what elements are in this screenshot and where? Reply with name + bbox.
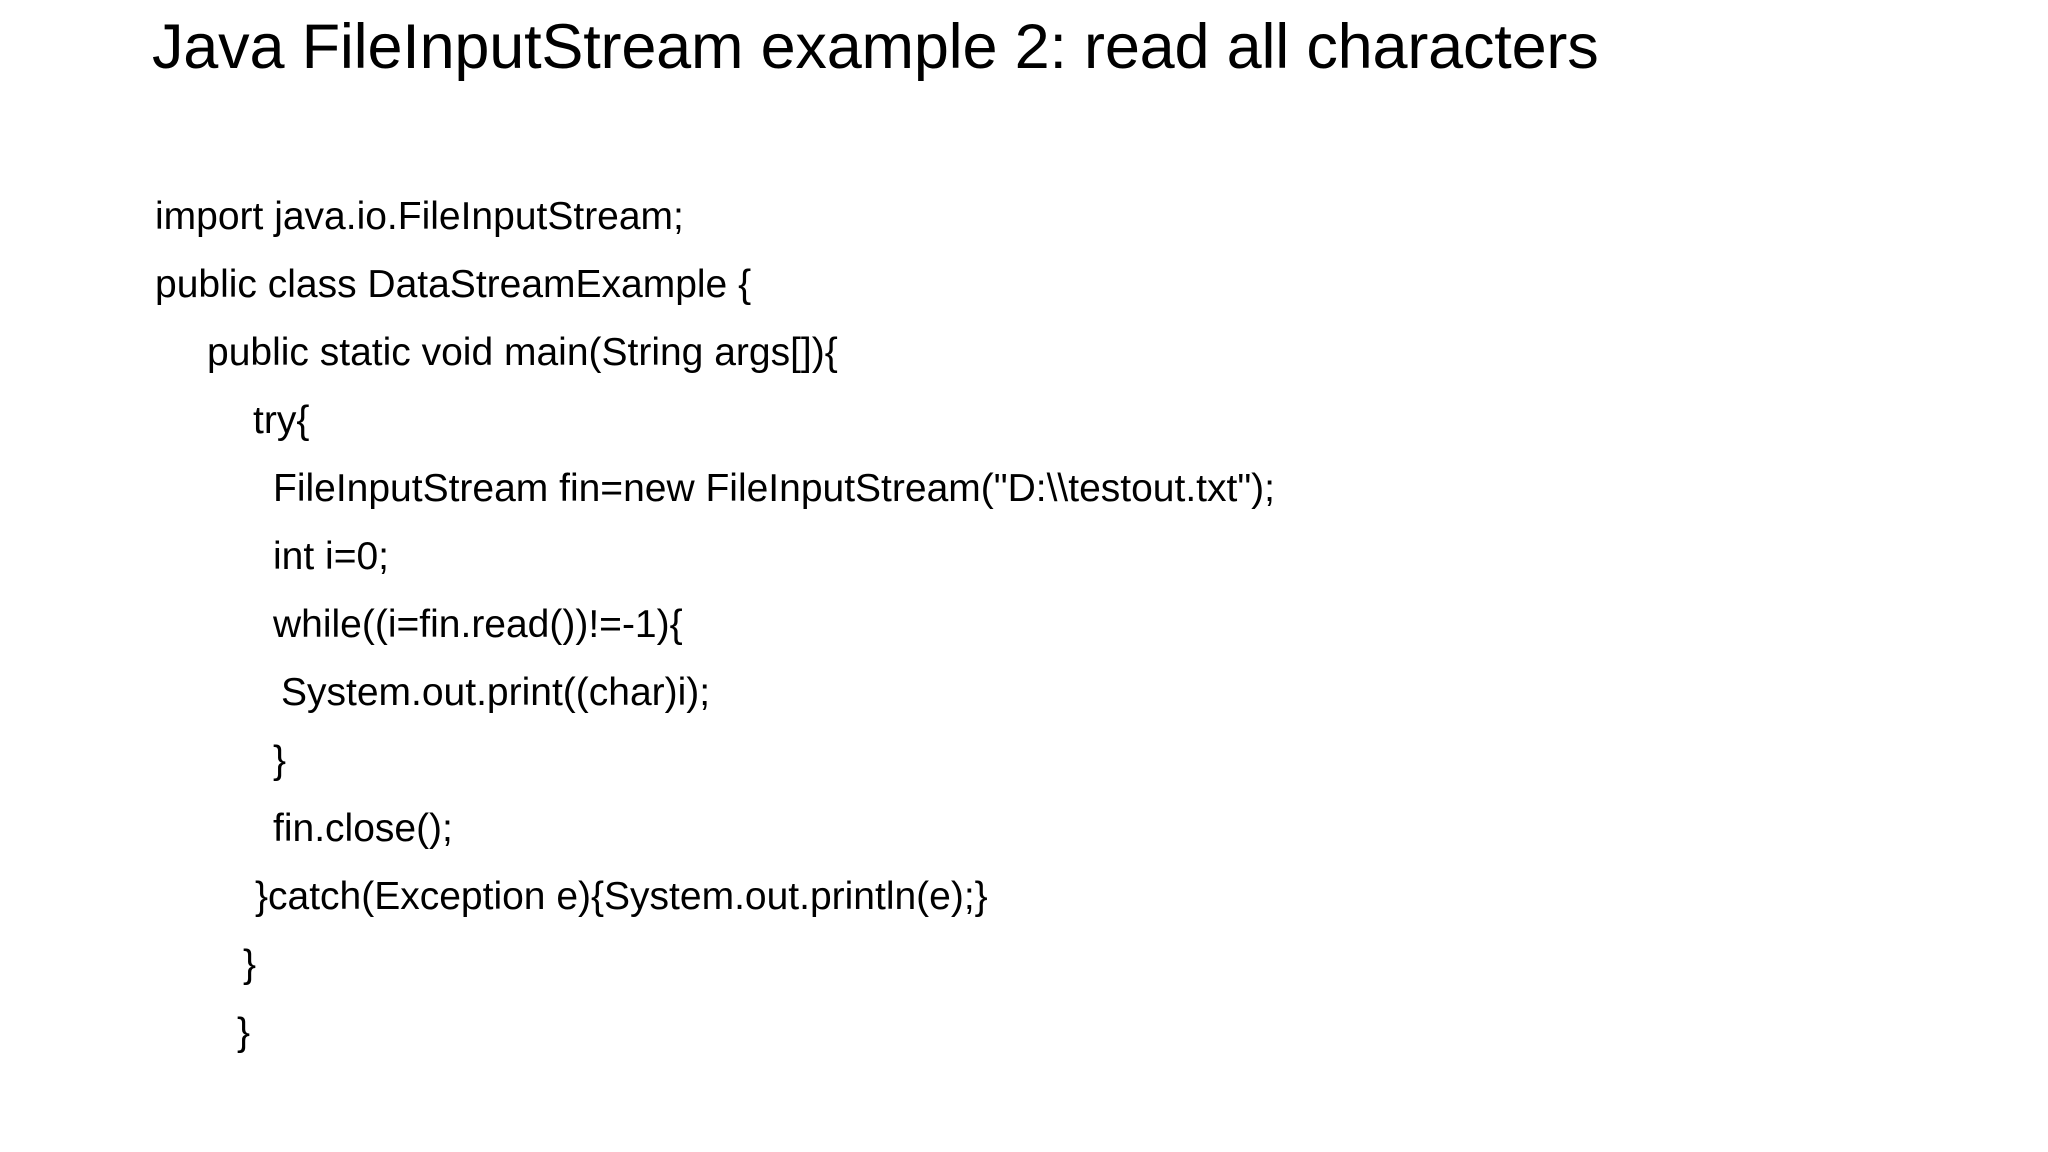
- code-line: int i=0;: [273, 535, 389, 578]
- code-block: import java.io.FileInputStream; public c…: [155, 183, 1955, 1067]
- code-line: public static void main(String args[]){: [207, 331, 838, 374]
- code-line: }: [273, 739, 287, 782]
- code-line: }catch(Exception e){System.out.println(e…: [255, 875, 988, 918]
- code-line: while((i=fin.read())!=-1){: [273, 603, 683, 646]
- code-line: }: [243, 943, 257, 986]
- code-line: try{: [253, 399, 310, 442]
- code-line: import java.io.FileInputStream;: [155, 195, 684, 238]
- code-line: System.out.print((char)i);: [281, 671, 711, 714]
- code-line: fin.close();: [273, 807, 453, 850]
- code-line: }: [237, 1011, 251, 1054]
- code-line: FileInputStream fin=new FileInputStream(…: [273, 467, 1276, 510]
- page-title: Java FileInputStream example 2: read all…: [152, 12, 1599, 82]
- code-line: public class DataStreamExample {: [155, 263, 752, 306]
